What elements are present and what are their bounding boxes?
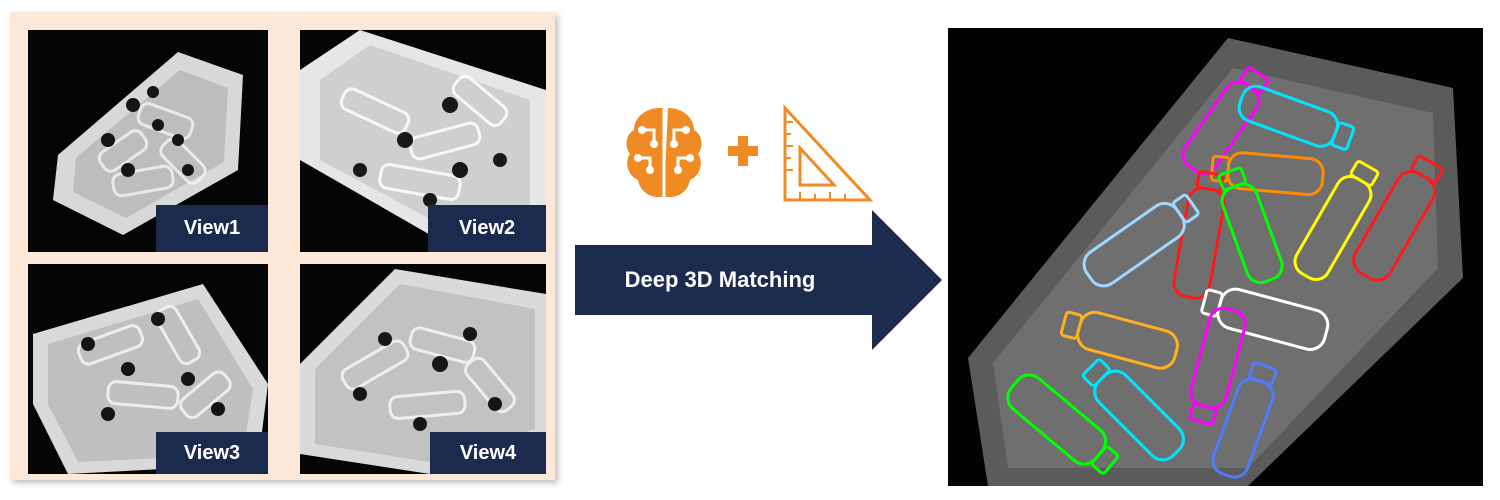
- brain-icon: [626, 108, 702, 198]
- bottle-outline-cyan-bottom: [1081, 358, 1185, 462]
- view-1-photo: [28, 30, 268, 252]
- view-4-image: View4: [300, 264, 546, 474]
- input-views-panel: View1 View2: [10, 12, 555, 480]
- bottle-outline-lightblue: [1082, 193, 1200, 288]
- view-1-label: View1: [156, 205, 268, 252]
- method-icons-graphic: [626, 104, 874, 202]
- plus-icon: [728, 136, 758, 166]
- view-2-label: View2: [428, 205, 546, 252]
- view-1-image: View1: [28, 30, 268, 252]
- view-2-image: View2: [300, 30, 546, 252]
- bottle-outline-blue: [1211, 361, 1278, 479]
- arrow-label: Deep 3D Matching: [624, 267, 816, 292]
- arrow-shape: [575, 210, 942, 350]
- process-arrow: [572, 210, 942, 350]
- bottle-outline-yellow: [1293, 160, 1380, 282]
- matching-result-photo: [948, 28, 1483, 486]
- bottle-outline-magenta-bottom: [1188, 306, 1247, 426]
- bottle-outline-orange-bottom: [1059, 310, 1179, 370]
- view-3-label: View3: [156, 432, 268, 474]
- view-4-photo: [300, 264, 546, 474]
- set-square-ruler-icon: [783, 104, 874, 202]
- bottle-outline-cyan-top: [1237, 84, 1356, 151]
- view-4-label: View4: [430, 432, 546, 474]
- bottle-outline-white: [1200, 287, 1330, 351]
- view-3-image: View3: [28, 264, 268, 474]
- bottle-outline-green-bottom: [1006, 373, 1120, 475]
- method-icons: [620, 100, 880, 210]
- bottle-outline-green-middle: [1217, 166, 1284, 285]
- view-2-photo: [300, 30, 546, 252]
- matching-result-image: [948, 28, 1483, 486]
- bottle-outline-red-right: [1352, 154, 1444, 282]
